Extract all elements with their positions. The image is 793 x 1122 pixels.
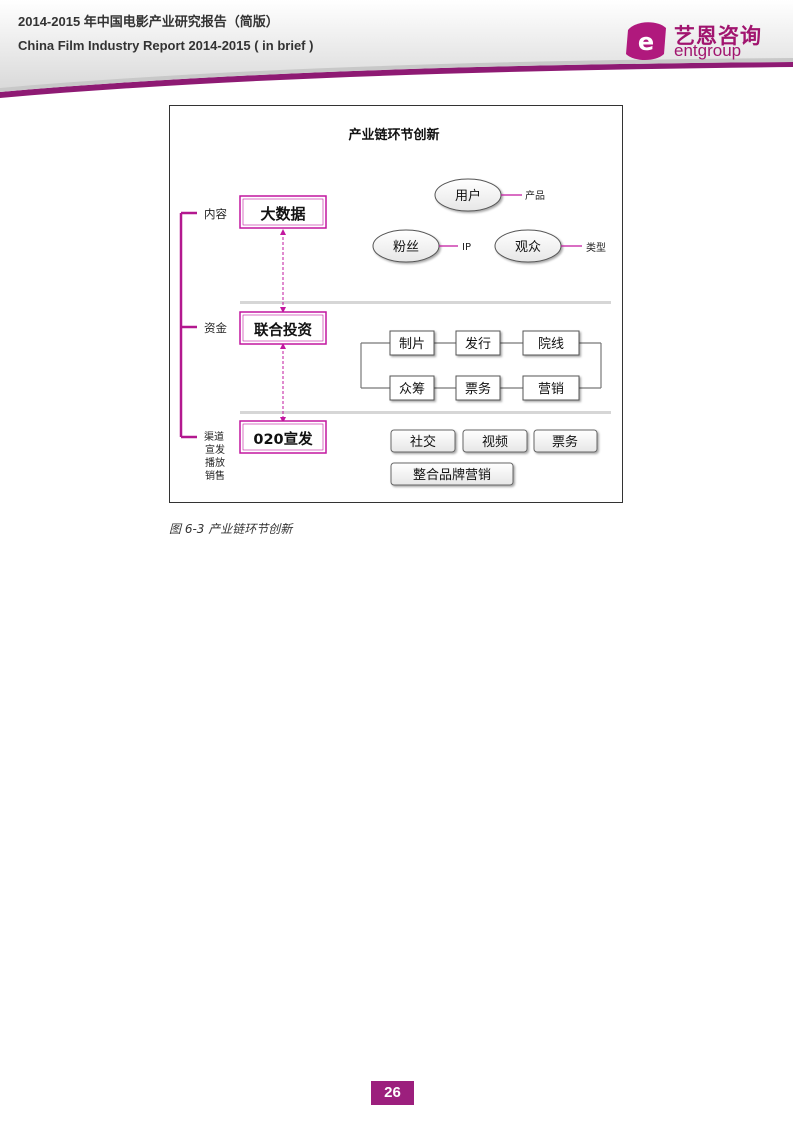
channel-box-video-label: 视频 [482, 435, 508, 450]
channel-box-social: 社交 [390, 429, 456, 453]
svg-text:e: e [638, 28, 654, 56]
chain-box-cinema: 院线 [522, 330, 580, 356]
page-number: 26 [371, 1081, 414, 1105]
logo-e-icon: e [626, 22, 666, 60]
chain-box-ticketing: 票务 [455, 375, 501, 401]
header-swoosh [0, 0, 793, 98]
oval-user: 用户 [434, 178, 502, 212]
box-joint-investment: 联合投资 [239, 311, 327, 345]
category-capital: 资金 [204, 321, 227, 335]
figure-frame: 产业链环节创新 内容 资金 渠道 宣发 播放 销售 大数据 [169, 105, 623, 503]
chain-box-crowdfunding: 众筹 [389, 375, 435, 401]
industry-chain-diagram: 产业链环节创新 内容 资金 渠道 宣发 播放 销售 大数据 [179, 127, 611, 486]
chain-box-production-label: 制片 [399, 337, 425, 352]
chain-box-marketing-label: 营销 [538, 382, 564, 397]
channel-box-social-label: 社交 [410, 434, 436, 450]
category-content: 内容 [204, 207, 227, 221]
chain-box-distribution: 发行 [455, 330, 501, 356]
category-channel: 渠道 宣发 播放 销售 [204, 430, 228, 482]
box-bigdata-label: 大数据 [260, 205, 305, 223]
box-o2o-label: 020宣发 [253, 430, 313, 448]
chain-box-cinema-label: 院线 [538, 337, 564, 352]
logo-text-en: entgroup [674, 41, 742, 60]
tag-ip: IP [462, 242, 471, 253]
oval-fans-label: 粉丝 [393, 240, 419, 255]
oval-fans: 粉丝 [372, 229, 440, 263]
channel-box-brand-marketing: 整合品牌营销 [390, 462, 514, 486]
tag-genre: 类型 [586, 241, 606, 254]
box-joint-investment-label: 联合投资 [254, 321, 312, 339]
figure-caption: 图 6-3 产业链环节创新 [169, 522, 293, 536]
report-title-cn: 2014-2015 年中国电影产业研究报告（简版） [18, 14, 279, 29]
oval-user-label: 用户 [455, 188, 481, 204]
chain-box-ticketing-label: 票务 [465, 381, 491, 397]
chain-box-distribution-label: 发行 [465, 336, 491, 352]
separator-band-bottom [240, 411, 611, 414]
channel-box-ticketing-label: 票务 [552, 434, 578, 450]
box-bigdata: 大数据 [239, 195, 327, 229]
page-header: 2014-2015 年中国电影产业研究报告（简版） China Film Ind… [0, 0, 793, 100]
channel-box-brand-marketing-label: 整合品牌营销 [413, 467, 491, 483]
entgroup-logo: e 艺恩咨询 entgroup [622, 20, 772, 62]
channel-box-ticketing: 票务 [533, 429, 598, 453]
logo-text-cn: 艺恩咨询 [674, 24, 762, 48]
category-bracket [179, 211, 197, 439]
oval-audience: 观众 [494, 229, 562, 263]
chain-loop [360, 342, 602, 389]
oval-audience-label: 观众 [515, 240, 541, 255]
chain-box-production: 制片 [389, 330, 435, 356]
report-title-en: China Film Industry Report 2014-2015 ( i… [18, 38, 314, 53]
chain-box-crowdfunding-label: 众筹 [399, 381, 425, 397]
channel-box-video: 视频 [462, 429, 528, 453]
box-o2o: 020宣发 [239, 420, 327, 454]
chain-box-marketing: 营销 [522, 375, 580, 401]
separator-band-top [240, 301, 611, 304]
tag-product: 产品 [525, 189, 545, 202]
diagram-title: 产业链环节创新 [348, 127, 439, 143]
